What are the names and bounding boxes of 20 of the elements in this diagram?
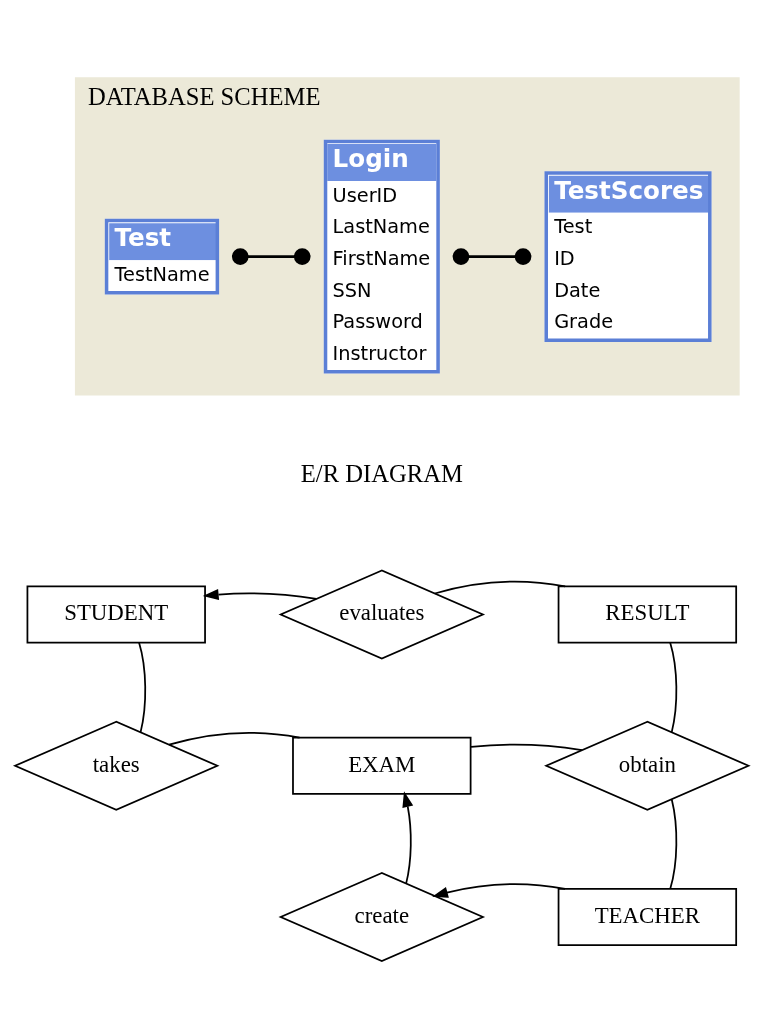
node-box: RESULT [557, 585, 738, 643]
connector [231, 247, 311, 265]
connector [433, 580, 566, 594]
arrow [202, 588, 318, 600]
connector [669, 798, 678, 890]
node-box: EXAM [292, 736, 472, 795]
connector [168, 731, 301, 746]
node-diamond: obtain [544, 720, 751, 811]
node-box: STUDENT [26, 585, 206, 643]
connector [669, 641, 678, 733]
arrow [432, 882, 566, 898]
label: E/R DIAGRAM [300, 459, 463, 487]
node-diamond: takes [12, 720, 220, 811]
arrow [402, 790, 414, 884]
node-diamond: evaluates [278, 569, 486, 659]
connector [452, 247, 532, 265]
node-diamond: create [278, 871, 486, 962]
connector [138, 641, 147, 733]
connector [470, 743, 583, 751]
node-box: TEACHER [557, 887, 738, 946]
